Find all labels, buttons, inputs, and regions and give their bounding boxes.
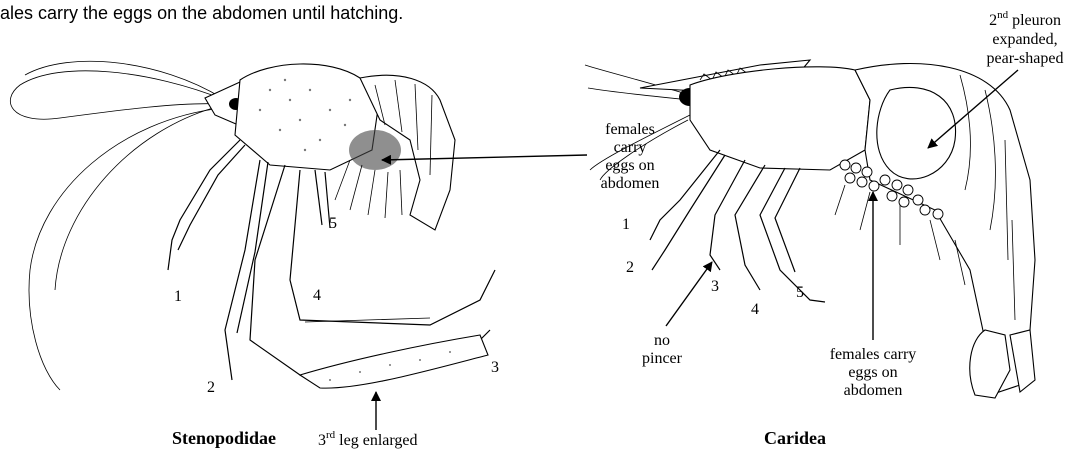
no-pincer-arrow — [666, 262, 712, 326]
pleuron-label: 2nd pleuron expanded, pear-shaped — [987, 9, 1064, 67]
svg-text:eggs on: eggs on — [605, 157, 654, 174]
svg-text:no: no — [654, 332, 670, 349]
svg-text:expanded,: expanded, — [992, 31, 1057, 48]
svg-text:abdomen: abdomen — [601, 175, 660, 192]
right-leg-number-5: 5 — [796, 284, 804, 301]
right-leg-number-1: 1 — [622, 216, 630, 233]
svg-text:eggs on: eggs on — [848, 364, 897, 381]
left-leg-number-2: 2 — [207, 379, 215, 396]
right-leg-number-3: 3 — [711, 278, 719, 295]
right-leg-number-2: 2 — [626, 259, 634, 276]
enlarged-leg-label: 3rd leg enlarged — [318, 429, 418, 449]
svg-text:pear-shaped: pear-shaped — [987, 50, 1064, 67]
left-leg-number-4: 4 — [313, 287, 321, 304]
left-leg-number-1: 1 — [174, 288, 182, 305]
no-pincer-label: no pincer — [642, 332, 683, 367]
stenopodidae-title: Stenopodidae — [172, 428, 276, 448]
svg-text:pincer: pincer — [642, 350, 683, 367]
left-eggs-arrow — [382, 155, 587, 160]
svg-text:carry: carry — [614, 139, 647, 156]
left-leg-number-5: 5 — [329, 215, 337, 232]
right-leg-number-4: 4 — [751, 301, 759, 318]
left-leg-number-3: 3 — [491, 359, 499, 376]
svg-text:females carry: females carry — [830, 346, 917, 363]
caption-text: ales carry the eggs on the abdomen until… — [0, 3, 403, 23]
stenopodidae-illustration — [10, 61, 495, 390]
caridea-title: Caridea — [764, 428, 826, 448]
svg-text:females: females — [605, 121, 655, 138]
right-eggs-label: females carry eggs on abdomen — [830, 346, 917, 399]
svg-text:abdomen: abdomen — [844, 382, 903, 399]
caridea-illustration — [585, 60, 1035, 398]
svg-text:2nd pleuron: 2nd pleuron — [989, 9, 1061, 29]
